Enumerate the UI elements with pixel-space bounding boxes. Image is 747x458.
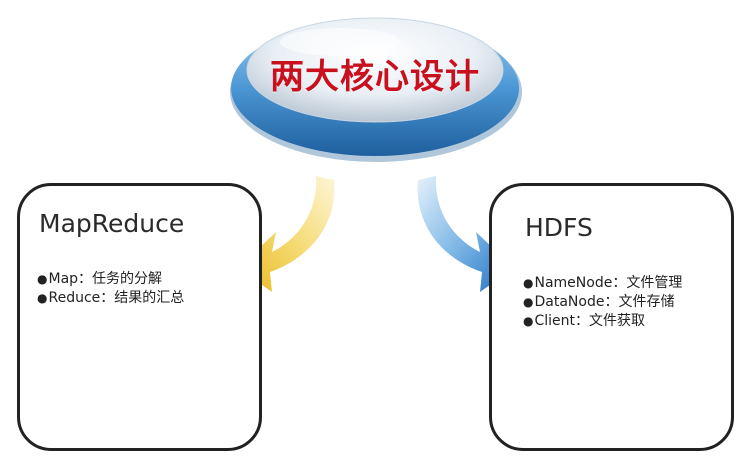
list-item: ● Reduce：结果的汇总 — [37, 289, 184, 308]
bullet-icon: ● — [37, 291, 48, 305]
list-item-text: NameNode：文件管理 — [534, 275, 683, 291]
hdfs-item-list: ● NameNode：文件管理 ● DataNode：文件存储 ● Client… — [523, 274, 682, 331]
list-item-text: Client：文件获取 — [534, 313, 646, 329]
bullet-icon: ● — [523, 314, 534, 328]
list-item-text: Reduce：结果的汇总 — [48, 290, 185, 306]
list-item: ● Map：任务的分解 — [37, 270, 184, 289]
page-title: 两大核心设计 — [270, 56, 480, 97]
list-item: ● DataNode：文件存储 — [523, 293, 682, 312]
mapreduce-title: MapReduce — [39, 209, 185, 238]
list-item: ● NameNode：文件管理 — [523, 274, 682, 293]
left-arrow-icon — [238, 176, 335, 292]
mapreduce-item-list: ● Map：任务的分解 ● Reduce：结果的汇总 — [37, 270, 184, 308]
hdfs-title: HDFS — [525, 213, 593, 242]
hdfs-box: HDFS ● NameNode：文件管理 ● DataNode：文件存储 ● C… — [489, 183, 734, 451]
mapreduce-box: MapReduce ● Map：任务的分解 ● Reduce：结果的汇总 — [17, 183, 262, 451]
list-item-text: DataNode：文件存储 — [534, 294, 675, 310]
bullet-icon: ● — [523, 276, 534, 290]
bullet-icon: ● — [37, 272, 48, 286]
list-item: ● Client：文件获取 — [523, 312, 682, 331]
title-ellipse — [230, 17, 522, 162]
bullet-icon: ● — [523, 295, 534, 309]
list-item-text: Map：任务的分解 — [48, 271, 163, 287]
